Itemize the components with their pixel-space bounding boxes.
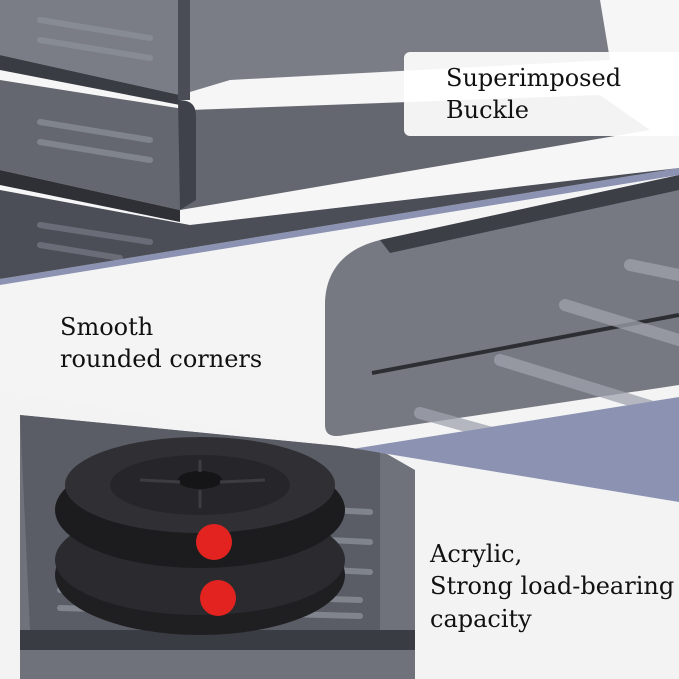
caption-acrylic-load-bearing: Acrylic, Strong load-bearing capacity — [430, 538, 674, 635]
stacked-trays-photo — [0, 0, 679, 279]
caption-superimposed-buckle: Superimposed Buckle — [446, 62, 621, 127]
red-button-lower — [200, 580, 236, 616]
caption-line: Strong load-bearing — [430, 572, 675, 601]
caption-line: Superimposed — [446, 64, 622, 92]
caption-box-superimposed — [404, 52, 679, 136]
caption-smooth-rounded-corners: Smooth rounded corners — [60, 311, 262, 376]
caption-line: Smooth — [60, 313, 154, 341]
caption-line: Acrylic, — [430, 540, 523, 568]
caption-line: Buckle — [446, 96, 529, 125]
red-button-upper — [196, 524, 232, 560]
caption-line: rounded corners — [60, 345, 263, 374]
caption-line: capacity — [430, 604, 532, 633]
top-panel — [0, 0, 679, 279]
